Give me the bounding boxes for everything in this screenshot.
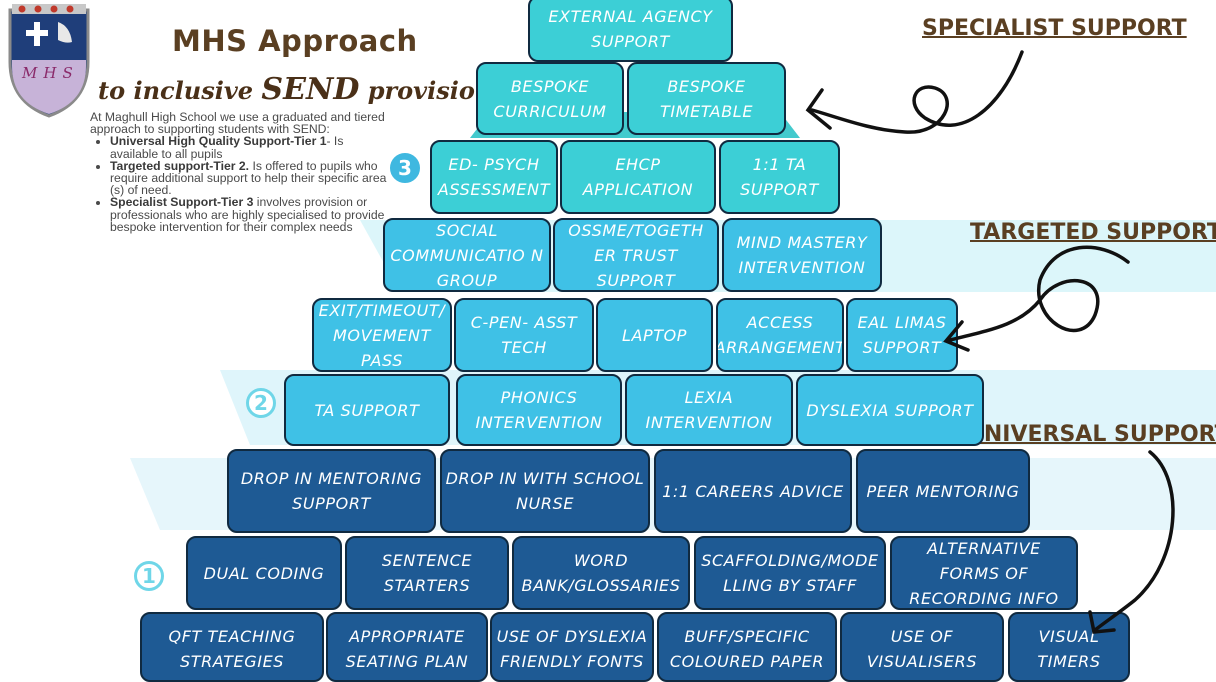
box-dual-coding: DUAL CODING bbox=[186, 536, 342, 610]
box-ossme-together-trust-support: OSSME/TOGETH ER TRUST SUPPORT bbox=[553, 218, 719, 292]
bullet-tier2: Targeted support-Tier 2. Is offered to p… bbox=[110, 160, 390, 197]
box-external-agency-support: EXTERNAL AGENCY SUPPORT bbox=[528, 0, 733, 62]
box-peer-mentoring: PEER MENTORING bbox=[856, 449, 1030, 533]
box-bespoke-timetable: BESPOKE TIMETABLE bbox=[627, 62, 786, 135]
box-eal-limas-support: EAL LIMAS SUPPORT bbox=[846, 298, 958, 372]
tier-badge-3: 3 bbox=[390, 153, 420, 183]
tier-badge-2: 2 bbox=[246, 388, 276, 418]
box-use-of-visualisers: USE OF VISUALISERS bbox=[840, 612, 1004, 682]
box-1-1-careers-advice: 1:1 CAREERS ADVICE bbox=[654, 449, 852, 533]
box-c-pen-asst-tech: C-PEN- ASST TECH bbox=[454, 298, 594, 372]
intro-text: At Maghull High School we use a graduate… bbox=[90, 111, 390, 233]
box-1-1-ta-support: 1:1 TA SUPPORT bbox=[719, 140, 840, 214]
box-word-bank-glossaries: WORD BANK/GLOSSARIES bbox=[512, 536, 690, 610]
box-drop-in-mentoring-support: DROP IN MENTORING SUPPORT bbox=[227, 449, 436, 533]
tier-badge-1: 1 bbox=[134, 561, 164, 591]
box-dyslexia-friendly-fonts: USE OF DYSLEXIA FRIENDLY FONTS bbox=[490, 612, 654, 682]
box-buff-coloured-paper: BUFF/SPECIFIC COLOURED PAPER bbox=[657, 612, 837, 682]
box-exit-timeout-movement-pass: EXIT/TIMEOUT/ MOVEMENT PASS bbox=[312, 298, 452, 372]
page-title: MHS Approach bbox=[172, 24, 418, 58]
box-dyslexia-support: DYSLEXIA SUPPORT bbox=[796, 374, 984, 446]
box-mind-mastery-intervention: MIND MASTERY INTERVENTION bbox=[722, 218, 882, 292]
box-drop-in-school-nurse: DROP IN WITH SCHOOL NURSE bbox=[440, 449, 650, 533]
box-access-arrangement: ACCESS ARRANGEMENT bbox=[716, 298, 844, 372]
box-appropriate-seating-plan: APPROPRIATE SEATING PLAN bbox=[326, 612, 488, 682]
heading-targeted-support: TARGETED SUPPORT bbox=[970, 220, 1216, 245]
box-social-communication-group: SOCIAL COMMUNICATIO N GROUP bbox=[383, 218, 551, 292]
box-sentence-starters: SENTENCE STARTERS bbox=[345, 536, 509, 610]
school-crest-logo: MHS bbox=[8, 2, 90, 118]
box-bespoke-curriculum: BESPOKE CURRICULUM bbox=[476, 62, 624, 135]
box-phonics-intervention: PHONICS INTERVENTION bbox=[456, 374, 622, 446]
box-ed-psych-assessment: ED- PSYCH ASSESSMENT bbox=[430, 140, 558, 214]
box-alternative-forms-recording: ALTERNATIVE FORMS OF RECORDING INFO bbox=[890, 536, 1078, 610]
box-laptop: LAPTOP bbox=[596, 298, 713, 372]
box-scaffolding-modelling: SCAFFOLDING/MODE LLING BY STAFF bbox=[694, 536, 886, 610]
bullet-tier3: Specialist Support-Tier 3 involves provi… bbox=[110, 196, 390, 233]
heading-universal-support: UNIVERSAL SUPPORT bbox=[966, 422, 1216, 447]
box-ta-support: TA SUPPORT bbox=[284, 374, 450, 446]
bullet-tier1: Universal High Quality Support-Tier 1- I… bbox=[110, 135, 390, 159]
box-lexia-intervention: LEXIA INTERVENTION bbox=[625, 374, 793, 446]
box-visual-timers: VISUAL TIMERS bbox=[1008, 612, 1130, 682]
box-qft-teaching-strategies: QFT TEACHING STRATEGIES bbox=[140, 612, 324, 682]
page-subtitle: to inclusive SEND provision bbox=[98, 72, 493, 107]
intro-lead: At Maghull High School we use a graduate… bbox=[90, 110, 385, 137]
heading-specialist-support: SPECIALIST SUPPORT bbox=[922, 16, 1187, 41]
box-ehcp-application: EHCP APPLICATION bbox=[560, 140, 716, 214]
